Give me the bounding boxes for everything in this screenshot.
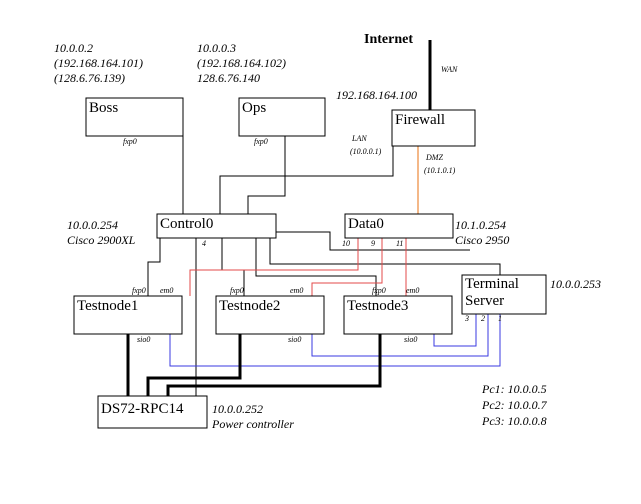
ops-link: [247, 136, 286, 214]
boss-box: [85, 97, 184, 137]
boss-address-1: 10.0.0.2: [54, 41, 93, 55]
dmz-address: (10.1.0.1): [424, 166, 456, 175]
testnode2-port-fxp0: fxp0: [230, 286, 244, 295]
testnode2-box: [215, 295, 325, 335]
serial-testnode1: [169, 314, 501, 367]
data0-box: [344, 213, 454, 239]
firewall-box: [391, 109, 476, 147]
testnode1-port-sio0: sio0: [137, 335, 151, 344]
wan-label: WAN: [441, 65, 458, 74]
control-testnode3: [255, 238, 377, 296]
pc3-address: Pc3: 10.0.0.8: [482, 414, 547, 428]
lan-link: [219, 146, 394, 214]
data0-port-9: 9: [371, 239, 375, 248]
data0-model: Cisco 2950: [455, 233, 510, 247]
terminal-server-port-2: 2: [481, 314, 485, 323]
testnode1-label: Testnode1: [77, 298, 139, 314]
control0-label: Control0: [160, 216, 214, 232]
terminal-server-address: 10.0.0.253: [550, 277, 601, 291]
boss-address-2: (192.168.164.101): [54, 56, 143, 70]
testnode1-port-em0: em0: [160, 286, 174, 295]
dmz-label: DMZ: [426, 153, 443, 162]
data0-address: 10.1.0.254: [455, 218, 506, 232]
testnode3-port-fxp0: fxp0: [372, 286, 386, 295]
firewall-label: Firewall: [395, 112, 445, 128]
testnode3-port-sio0: sio0: [404, 335, 418, 344]
control0-port-4: 4: [202, 239, 206, 248]
control0-box: [156, 213, 277, 239]
control0-model: Cisco 2900XL: [67, 233, 136, 247]
data0-label: Data0: [348, 216, 384, 232]
boss-label: Boss: [89, 100, 119, 116]
serial-testnode3: [433, 314, 477, 347]
lan-address: (10.0.0.1): [350, 147, 382, 156]
testnode2-port-em0: em0: [290, 286, 304, 295]
terminal-server-label-line1: Terminal: [465, 276, 519, 292]
serial-testnode2: [311, 314, 489, 357]
control-testnode1: [147, 238, 161, 296]
rpc-label: DS72-RPC14: [101, 401, 184, 417]
internet-label: Internet: [364, 32, 413, 47]
data0-port-11: 11: [396, 239, 404, 248]
exp-link-testnode1: [189, 238, 359, 296]
rpc-description: Power controller: [212, 417, 294, 431]
rpc-address: 10.0.0.252: [212, 402, 263, 416]
testnode2-label: Testnode2: [219, 298, 281, 314]
control-terminal-server: [269, 238, 501, 275]
pc2-address: Pc2: 10.0.0.7: [482, 398, 547, 412]
terminal-server-port-3: 3: [465, 314, 469, 323]
testnode1-box: [73, 295, 183, 335]
testnode2-port-sio0: sio0: [288, 335, 302, 344]
firewall-wan-address: 192.168.164.100: [336, 88, 417, 102]
data0-port-10: 10: [342, 239, 350, 248]
ops-address-3: 128.6.76.140: [197, 71, 260, 85]
ops-port-fxp0: fxp0: [254, 137, 268, 146]
ops-box: [238, 97, 326, 137]
terminal-server-port-1: 1: [498, 314, 502, 323]
terminal-server-box: [461, 274, 547, 315]
boss-port-fxp0: fxp0: [123, 137, 137, 146]
control0-address: 10.0.0.254: [67, 218, 118, 232]
ops-address-1: 10.0.0.3: [197, 41, 236, 55]
testnode3-label: Testnode3: [347, 298, 409, 314]
ops-label: Ops: [242, 100, 267, 116]
power-testnode3: [166, 334, 382, 396]
boss-address-3: (128.6.76.139): [54, 71, 125, 85]
lan-label: LAN: [352, 134, 367, 143]
testnode3-box: [343, 295, 453, 335]
rpc-box: [97, 395, 208, 429]
exp-link-testnode2: [311, 238, 383, 296]
testnode1-port-fxp0: fxp0: [132, 286, 146, 295]
power-testnode2: [146, 334, 242, 396]
pc1-address: Pc1: 10.0.0.5: [482, 382, 547, 396]
testnode3-port-em0: em0: [406, 286, 420, 295]
ops-address-2: (192.168.164.102): [197, 56, 286, 70]
control-data0-link: [276, 231, 470, 251]
terminal-server-label-line2: Server: [465, 293, 505, 309]
